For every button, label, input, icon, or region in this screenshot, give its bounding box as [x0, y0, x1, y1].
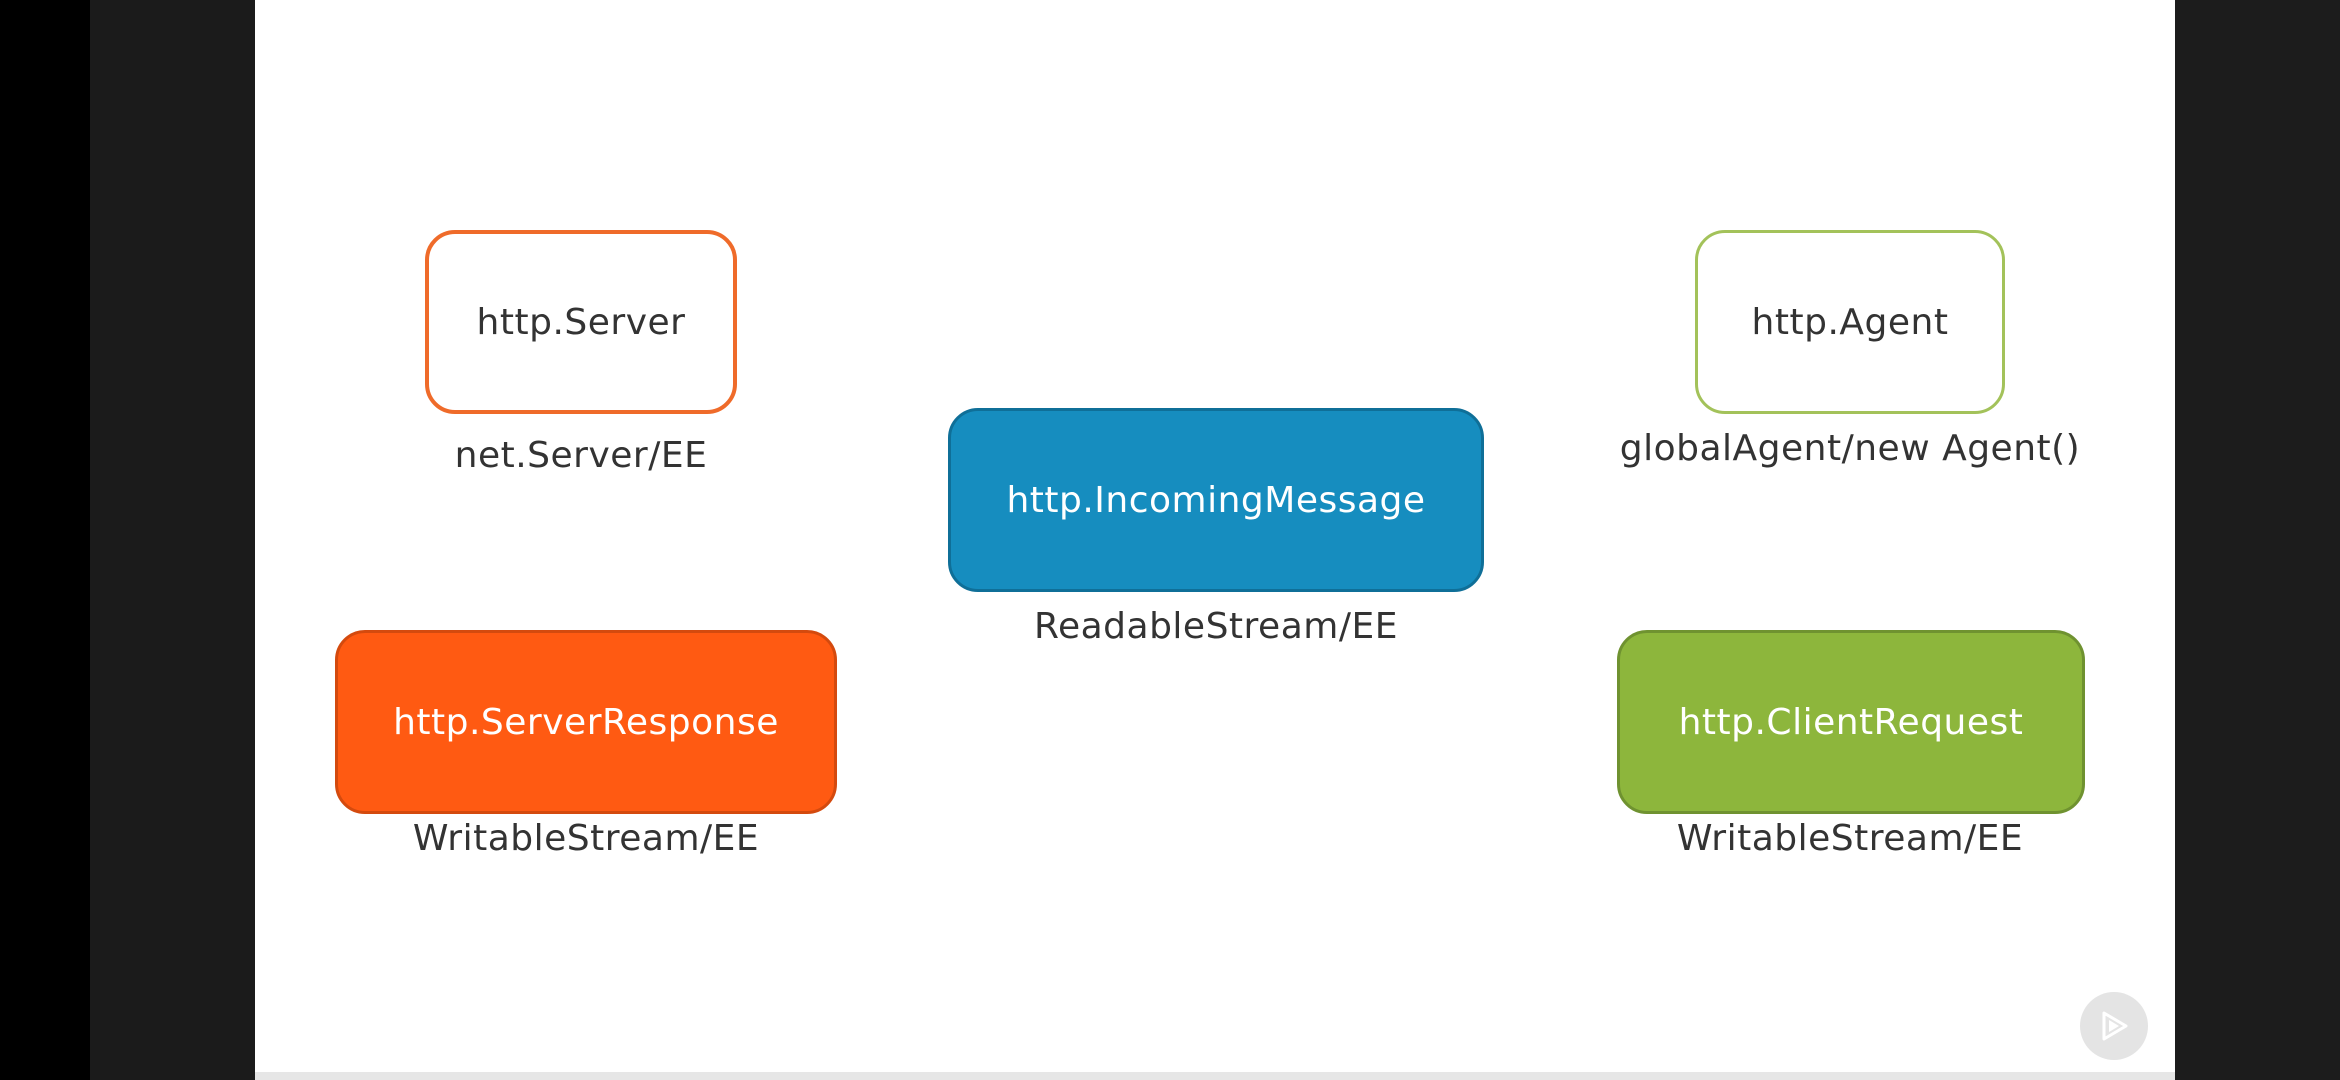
http-agent-label: http.Agent [1751, 301, 1949, 343]
http-incoming-message-caption: ReadableStream/EE [1034, 606, 1398, 647]
play-button[interactable] [2080, 992, 2148, 1060]
http-agent-caption: globalAgent/new Agent() [1619, 428, 2081, 469]
http-incoming-message-node: http.IncomingMessage [948, 408, 1484, 592]
http-agent-node: http.Agent [1695, 230, 2005, 414]
play-icon [2102, 1011, 2128, 1041]
http-client-request-label: http.ClientRequest [1678, 701, 2024, 743]
http-incoming-message-label: http.IncomingMessage [1006, 479, 1426, 521]
slide-bottom-edge [255, 1072, 2175, 1080]
http-server-response-caption: WritableStream/EE [412, 818, 760, 859]
http-server-label: http.Server [476, 301, 686, 343]
http-client-request-caption: WritableStream/EE [1676, 818, 2024, 859]
http-server-response-label: http.ServerResponse [393, 701, 779, 743]
http-server-node: http.Server [425, 230, 737, 414]
slide-canvas: http.Server net.Server/EE http.Agent glo… [255, 0, 2175, 1076]
http-server-caption: net.Server/EE [454, 435, 708, 476]
right-letterbox [2175, 0, 2340, 1080]
http-client-request-node: http.ClientRequest [1617, 630, 2085, 814]
left-letterbox [0, 0, 255, 1080]
http-server-response-node: http.ServerResponse [335, 630, 837, 814]
